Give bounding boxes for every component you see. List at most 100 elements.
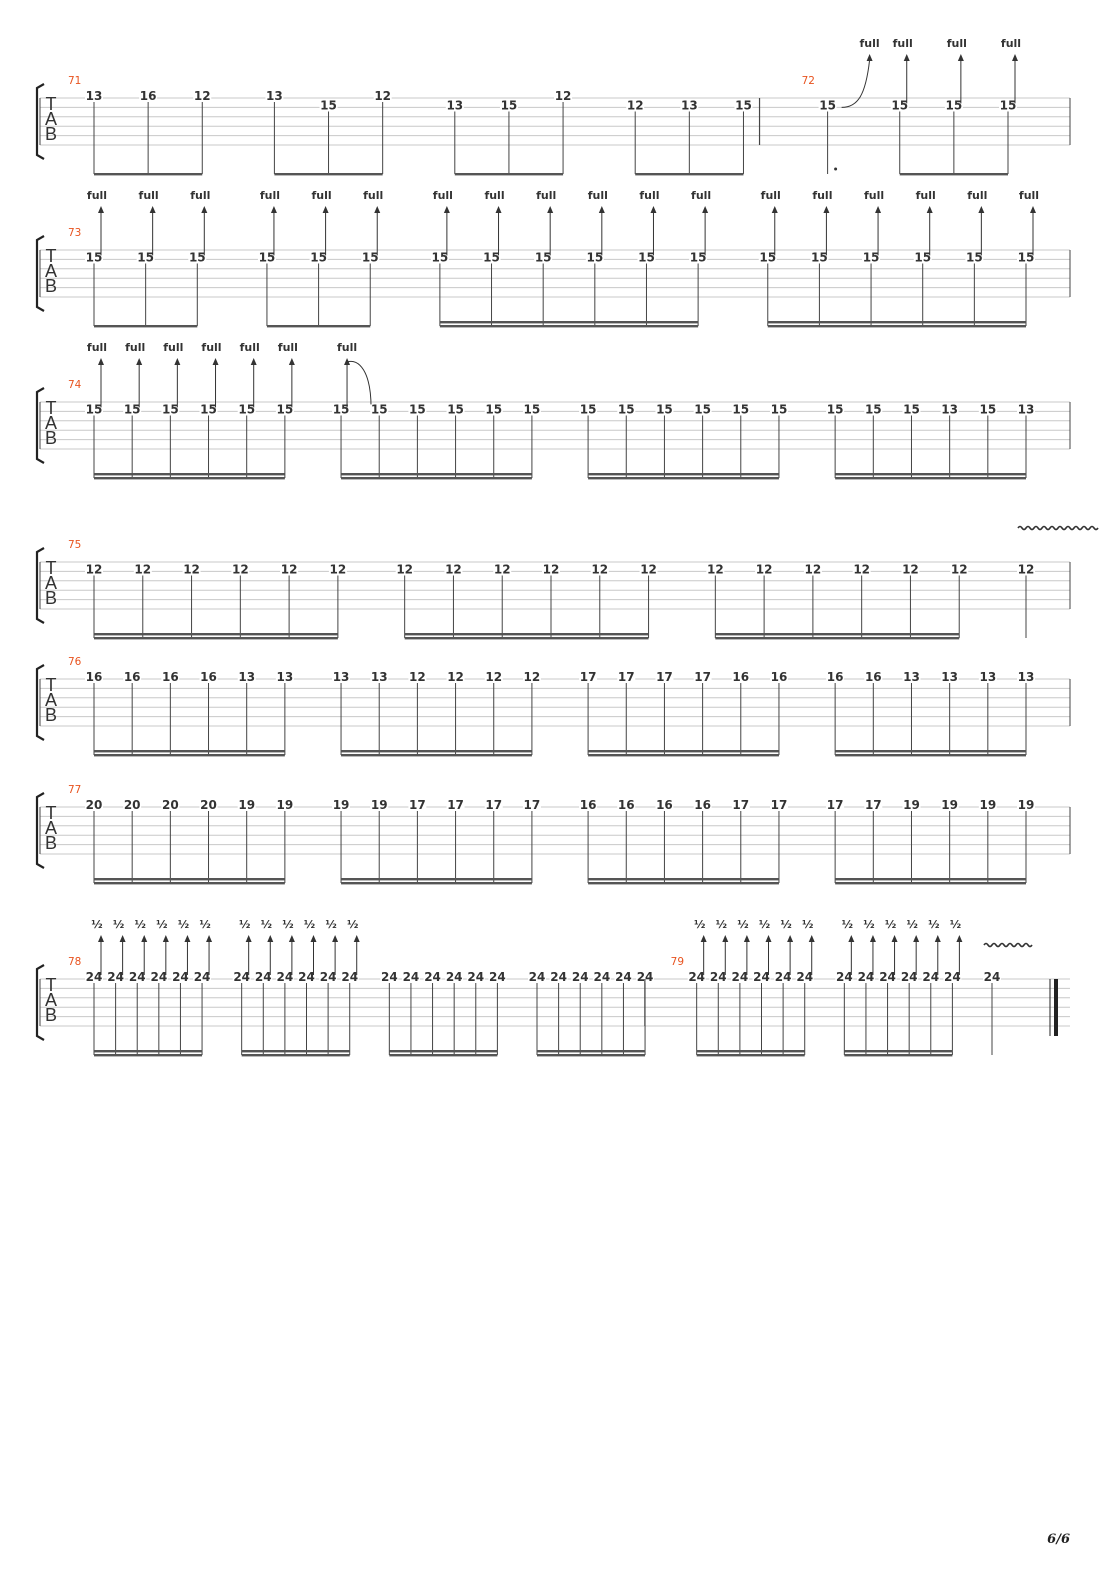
tab-note: 12 — [373, 89, 392, 174]
tab-clef-letter: B — [45, 276, 57, 296]
tab-note: 24½ — [709, 918, 729, 1055]
fret-bg — [940, 404, 959, 416]
fret-bg — [199, 800, 218, 811]
bend-amount: full — [947, 37, 967, 50]
bend-amount: ½ — [842, 918, 853, 931]
fret-bg — [693, 404, 712, 416]
system-bracket — [35, 792, 45, 869]
tab-clef-letter: T — [46, 975, 57, 995]
fret-bg — [423, 972, 442, 983]
tab-note: 24½ — [856, 918, 876, 1055]
fret-bg — [328, 564, 347, 576]
tab-note: 24½ — [921, 918, 941, 1055]
fret-bg — [554, 91, 573, 102]
tab-note: 16 — [655, 798, 674, 883]
fret-bg — [585, 252, 604, 264]
rhythm-dot — [834, 167, 838, 171]
tab-note: 24 — [401, 970, 420, 1055]
tab-note: 13 — [978, 670, 997, 755]
tab-note: 16 — [139, 89, 158, 174]
beam — [588, 477, 779, 480]
fret-number: 13 — [681, 98, 698, 112]
fret-bg — [401, 972, 420, 983]
fret-bg — [856, 972, 875, 983]
fret-number: 24 — [944, 970, 961, 984]
tab-note: 19 — [902, 798, 921, 883]
tab-note: 19 — [237, 798, 256, 883]
fret-number: 17 — [485, 798, 502, 812]
fret-bg — [758, 252, 777, 264]
tab-note: 12 — [803, 562, 822, 638]
fret-bg — [231, 564, 250, 576]
fret-bg — [446, 404, 465, 416]
bend-amount: ½ — [928, 918, 939, 931]
beam — [341, 750, 532, 753]
bar-number: 78 — [68, 956, 81, 968]
fret-number: 15 — [86, 402, 103, 416]
bend-arrow — [866, 54, 873, 61]
fret-bg — [826, 404, 845, 416]
fret-bg — [373, 91, 392, 102]
fret-number: 15 — [162, 402, 179, 416]
bend-arrow — [245, 935, 252, 942]
beam — [389, 1050, 498, 1053]
fret-bg — [999, 100, 1017, 112]
bend-arrow — [891, 935, 898, 942]
tab-note: 15 — [693, 402, 712, 478]
beam — [588, 750, 779, 753]
fret-number: 13 — [941, 402, 958, 416]
bend-arrow — [212, 358, 219, 365]
fret-number: 24 — [529, 970, 546, 984]
beam — [454, 173, 564, 176]
bend-arrow — [184, 935, 191, 942]
bend-arrow — [1030, 206, 1036, 213]
tab-note: 15 — [864, 402, 883, 478]
bend-arrow — [848, 935, 855, 942]
fret-bg — [123, 404, 142, 416]
beam — [341, 754, 532, 757]
tab-note: 12 — [852, 562, 871, 638]
tab-note: 24½ — [835, 918, 855, 1055]
bend-arrow — [702, 206, 709, 213]
tab-note: 12 — [193, 89, 212, 174]
fret-number: 12 — [396, 562, 413, 576]
tab-note: 17 — [864, 798, 883, 883]
beam — [94, 173, 203, 176]
beam — [94, 1054, 203, 1057]
bend-amount: full — [201, 341, 221, 354]
fret-number: 24 — [446, 970, 463, 984]
bend-amount: full — [363, 189, 383, 202]
fret-number: 15 — [310, 250, 327, 264]
fret-number: 15 — [535, 250, 552, 264]
fret-bg — [499, 100, 518, 112]
bend-amount: full — [1019, 189, 1039, 202]
tab-clef-letter: A — [45, 413, 57, 433]
fret-bg — [769, 800, 788, 811]
bend-arrow — [332, 935, 339, 942]
fret-number: 24 — [424, 970, 441, 984]
fret-bg — [484, 800, 503, 811]
fret-number: 13 — [333, 670, 350, 684]
tab-note: 24½ — [340, 918, 360, 1055]
fret-bg — [275, 404, 294, 416]
fret-number: 15 — [811, 250, 828, 264]
fret-number: 15 — [333, 402, 350, 416]
fret-number: 19 — [238, 798, 255, 812]
fret-bg — [482, 252, 501, 264]
fret-bg — [902, 672, 921, 683]
fret-bg — [913, 252, 932, 264]
fret-number: 13 — [446, 98, 463, 112]
fret-bg — [1017, 672, 1035, 683]
bend-arrow — [267, 935, 274, 942]
vibrato-mark — [983, 942, 1033, 948]
beam — [341, 882, 532, 885]
bar-number: 75 — [68, 539, 81, 551]
tab-note: 24 — [423, 970, 442, 1055]
fret-number: 12 — [409, 670, 426, 684]
